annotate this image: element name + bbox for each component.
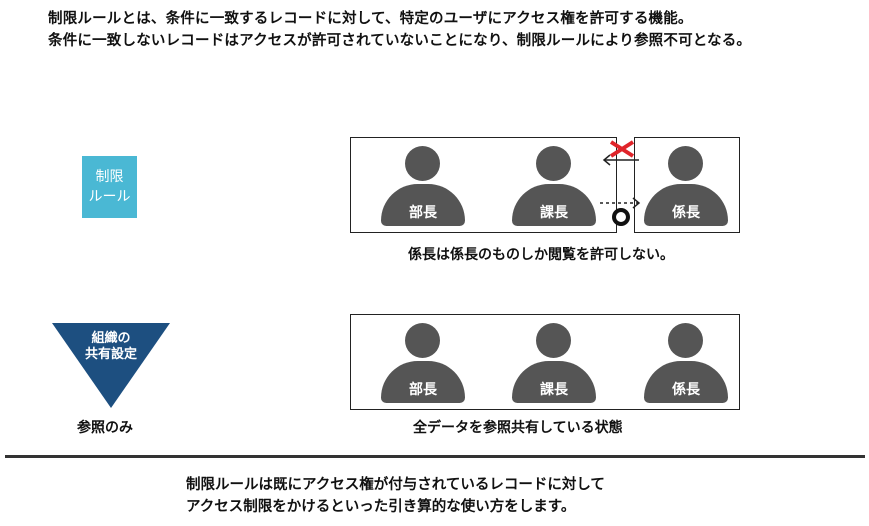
sharing-badge-line-1: 組織の <box>91 331 131 346</box>
person-head <box>405 323 440 358</box>
section-divider <box>5 455 865 458</box>
sharing-badge-text: 組織の 共有設定 <box>52 331 170 363</box>
caption-restricted: 係長は係長のものしか閲覧を許可しない。 <box>408 247 674 263</box>
person-head <box>536 146 571 181</box>
footer-line-2: アクセス制限をかけるといった引き算的な使い方をします。 <box>186 499 576 515</box>
restriction-badge-line-2: ルール <box>88 189 131 205</box>
person-body <box>512 184 596 226</box>
person-body <box>381 184 465 226</box>
intro-line-1: 制限ルールとは、条件に一致するレコードに対して、特定のユーザにアクセス権を許可す… <box>48 11 693 27</box>
person-head <box>668 146 703 181</box>
role-label: 係長 <box>672 382 700 398</box>
person-head <box>668 323 703 358</box>
person-bucho-restricted: 部長 <box>381 146 465 226</box>
footer-line-1: 制限ルールは既にアクセス権が付与されているレコードに対して <box>186 477 605 493</box>
role-label: 課長 <box>540 382 568 398</box>
role-label: 部長 <box>409 382 437 398</box>
circle-ok-icon <box>612 208 630 226</box>
role-label: 係長 <box>672 205 700 221</box>
sharing-settings-triangle <box>52 323 170 408</box>
person-bucho-shared: 部長 <box>381 323 465 403</box>
footer-text: 制限ルールは既にアクセス権が付与されているレコードに対して アクセス制限をかける… <box>186 474 605 518</box>
sharing-badge-line-2: 共有設定 <box>84 347 137 362</box>
person-body <box>644 361 728 403</box>
role-label: 課長 <box>540 205 568 221</box>
intro-line-2: 条件に一致しないレコードはアクセスが許可されていないことになり、制限ルールにより… <box>48 33 752 49</box>
person-body <box>644 184 728 226</box>
role-label: 部長 <box>409 205 437 221</box>
person-body <box>381 361 465 403</box>
person-kakaricho-restricted: 係長 <box>644 146 728 226</box>
restriction-badge-line-1: 制限 <box>95 169 124 185</box>
access-arrows <box>600 140 641 226</box>
person-kacho-restricted: 課長 <box>512 146 596 226</box>
person-head <box>405 146 440 181</box>
read-only-label: 参照のみ <box>77 420 133 436</box>
restriction-rule-badge: 制限 ルール <box>82 156 137 218</box>
person-body <box>512 361 596 403</box>
person-kacho-shared: 課長 <box>512 323 596 403</box>
intro-text: 制限ルールとは、条件に一致するレコードに対して、特定のユーザにアクセス権を許可す… <box>48 8 751 52</box>
caption-shared: 全データを参照共有している状態 <box>413 420 623 436</box>
person-head <box>536 323 571 358</box>
person-kakaricho-shared: 係長 <box>644 323 728 403</box>
